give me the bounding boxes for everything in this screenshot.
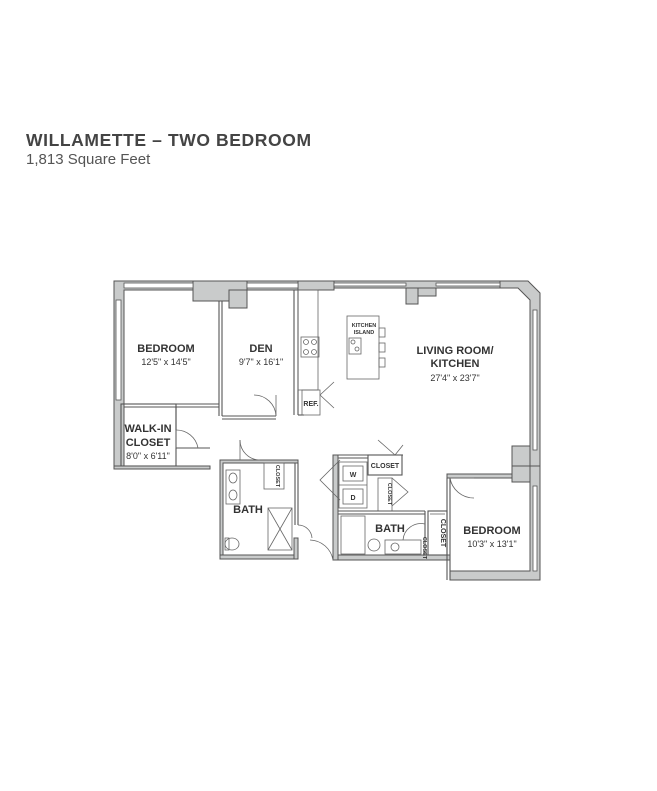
dryer-label: D bbox=[350, 495, 355, 502]
plan-square-footage: 1,813 Square Feet bbox=[26, 151, 151, 168]
washer-label: W bbox=[350, 472, 357, 479]
bath2-name: BATH bbox=[375, 523, 405, 535]
den-dims: 9'7" x 16'1" bbox=[239, 357, 283, 367]
bedroom2-dims: 10'3" x 13'1" bbox=[467, 539, 516, 549]
interior-walls bbox=[113, 290, 513, 580]
living-name-line1: LIVING ROOM/ bbox=[417, 345, 494, 357]
den-name: DEN bbox=[249, 343, 272, 355]
bedroom1-name: BEDROOM bbox=[137, 343, 194, 355]
walkin-name-line1: WALK-IN bbox=[124, 423, 171, 435]
kitchen-island-label-line2: ISLAND bbox=[354, 330, 375, 336]
plan-title: WILLAMETTE – TWO BEDROOM bbox=[26, 130, 312, 150]
windows bbox=[115, 282, 538, 572]
bath1-closet-label: CLOSET bbox=[274, 465, 280, 488]
bedroom2-closet-label: CLOSET bbox=[439, 519, 446, 548]
living-name-line2: KITCHEN bbox=[431, 358, 480, 370]
linen-closet-label: CLOSET bbox=[386, 483, 392, 506]
kitchen-counter bbox=[297, 289, 321, 416]
refrigerator-label: REF. bbox=[303, 401, 318, 408]
bath-fixtures bbox=[224, 469, 422, 555]
kitchen-island-label-line1: KITCHEN bbox=[352, 323, 376, 329]
walkin-dims: 8'0" x 6'11" bbox=[126, 451, 170, 461]
bedroom2-name: BEDROOM bbox=[463, 525, 520, 537]
hall-closet-label: CLOSET bbox=[371, 463, 400, 470]
doors bbox=[175, 381, 475, 561]
bath1-name: BATH bbox=[233, 504, 263, 516]
walkin-name-line2: CLOSET bbox=[126, 437, 171, 449]
bath2-closet-label: CLOSET bbox=[421, 537, 427, 560]
kitchen-island bbox=[346, 315, 386, 380]
bedroom1-dims: 12'5" x 14'5" bbox=[141, 357, 190, 367]
living-dims: 27'4" x 23'7" bbox=[430, 373, 479, 383]
